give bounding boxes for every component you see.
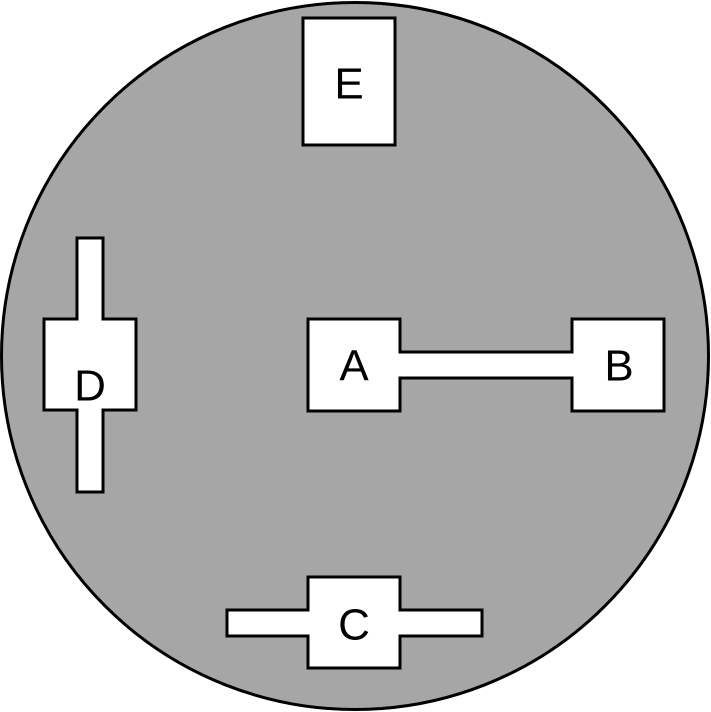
label-d: D [74, 362, 106, 411]
shape-c: C [225, 575, 484, 670]
shape-a-b: A B [306, 317, 666, 413]
shape-d-body [42, 236, 138, 494]
label-c: C [338, 601, 370, 650]
label-e: E [334, 60, 363, 109]
shape-e-body [301, 16, 397, 147]
shape-a-b-body [306, 317, 666, 413]
shape-d: D [42, 236, 138, 494]
label-a: A [339, 342, 369, 391]
shape-c-body [225, 575, 484, 670]
label-b: B [604, 342, 633, 391]
shape-e: E [301, 16, 397, 147]
